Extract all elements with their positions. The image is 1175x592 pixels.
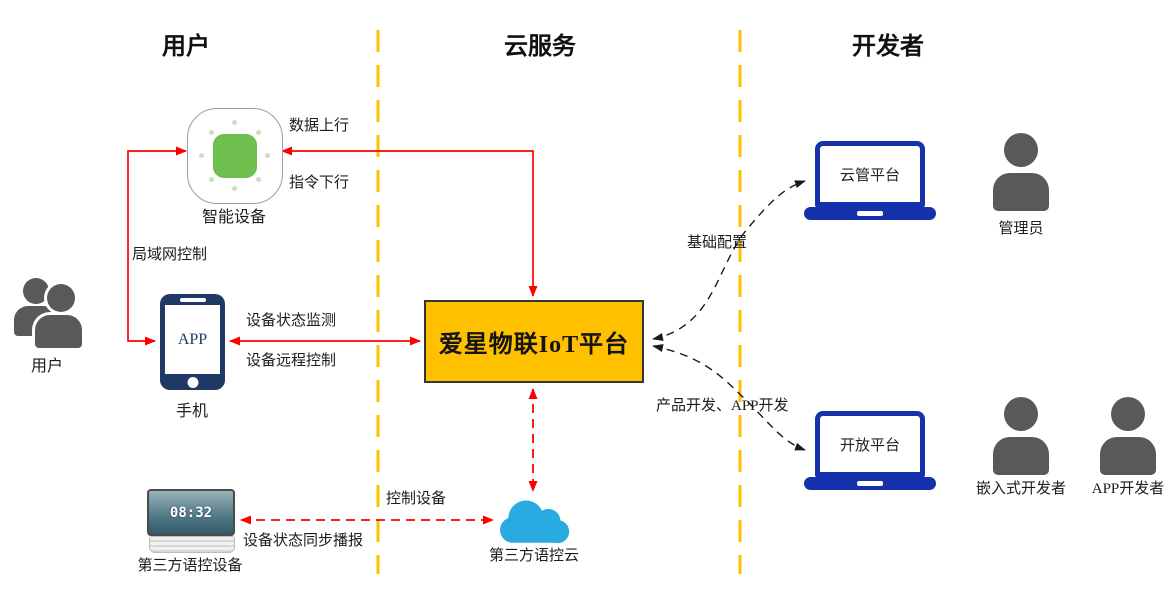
phone-speaker <box>179 298 206 302</box>
cloud-mgmt-laptop-icon: 云管平台 <box>804 141 936 223</box>
voice-device-screen: 08:32 <box>147 489 235 536</box>
phone-label: 手机 <box>175 403 209 420</box>
smart-device-green-core <box>213 134 257 178</box>
edge-label-basic-config: 基础配置 <box>687 235 748 251</box>
voice-device-speaker-base <box>149 536 235 553</box>
cloud-mgmt-laptop-notch <box>857 211 883 216</box>
edge-label-command-downlink: 指令下行 <box>289 175 350 191</box>
edge-label-remote-control: 设备远程控制 <box>246 353 337 369</box>
edge-label-lan-control: 局域网控制 <box>132 247 208 263</box>
voice-device-time: 08:32 <box>169 504 213 521</box>
user-group-icon <box>14 278 82 348</box>
voice-device-icon: 08:32 <box>147 489 235 553</box>
voice-cloud-icon <box>494 496 574 548</box>
open-platform-laptop-notch <box>857 481 883 486</box>
edge-label-control-device: 控制设备 <box>386 491 447 507</box>
voice-cloud-label: 第三方语控云 <box>488 548 580 564</box>
section-header-developer: 开发者 <box>852 34 924 60</box>
cloud-mgmt-laptop-screen: 云管平台 <box>815 141 925 207</box>
iot-platform-box: 爱星物联IoT平台 <box>424 300 644 383</box>
edge-label-data-uplink: 数据上行 <box>289 118 350 134</box>
phone-screen: APP <box>165 305 220 374</box>
embedded-developer-person-icon <box>993 397 1049 475</box>
open-platform-laptop-screen: 开放平台 <box>815 411 925 477</box>
admin-person-icon <box>993 133 1049 211</box>
embedded-developer-label: 嵌入式开发者 <box>975 481 1067 497</box>
edge-platform-cloudmgmt <box>652 180 806 341</box>
app-developer-label: APP开发者 <box>1091 481 1165 497</box>
smart-device-icon <box>187 108 283 204</box>
phone-icon: APP <box>160 294 225 390</box>
admin-label: 管理员 <box>998 221 1044 237</box>
section-header-cloud: 云服务 <box>504 34 576 60</box>
edge-label-product-app-dev: 产品开发、APP开发 <box>656 398 789 414</box>
smart-device-label: 智能设备 <box>201 209 267 226</box>
user-label: 用户 <box>30 358 64 375</box>
phone-home-button <box>187 377 198 388</box>
voice-device-label: 第三方语控设备 <box>137 558 243 574</box>
edge-label-status-sync: 设备状态同步播报 <box>243 533 364 549</box>
app-developer-person-icon <box>1100 397 1156 475</box>
edge-label-status-monitor: 设备状态监测 <box>246 313 337 329</box>
section-header-user: 用户 <box>162 34 210 60</box>
open-platform-laptop-icon: 开放平台 <box>804 411 936 493</box>
